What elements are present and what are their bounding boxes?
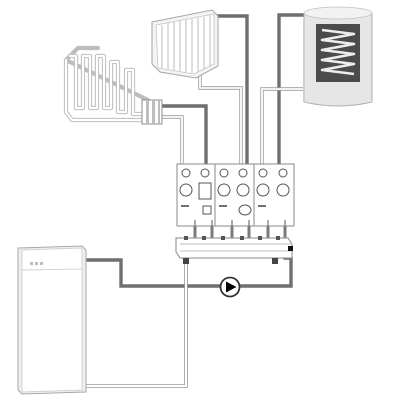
panel-radiator: [151, 9, 219, 79]
manifold-ports: [184, 236, 280, 240]
manifold-connectors: [183, 258, 278, 264]
pump-module-1: [176, 163, 217, 227]
boiler-logo-icon: [30, 262, 43, 265]
boiler: [17, 245, 87, 395]
cylinder-coil-icon: [320, 28, 356, 76]
underfloor-heating-coil: [63, 45, 163, 125]
pump-module-3: [253, 163, 295, 227]
hot-water-cylinder: [303, 6, 373, 107]
pump-module-2: [214, 163, 255, 227]
cylinder-pipes: [260, 13, 314, 167]
module-stubs: [193, 223, 287, 242]
underfloor-manifold: [141, 99, 163, 125]
underfloor-pipes: [160, 104, 208, 167]
boiler-return-pipe: [80, 256, 188, 388]
distribution-manifold: [175, 236, 293, 264]
pump-arrow-icon: [226, 281, 237, 293]
radiator-fins: [161, 15, 211, 73]
pump-modules: [176, 163, 295, 227]
circulation-pump: [219, 276, 241, 298]
